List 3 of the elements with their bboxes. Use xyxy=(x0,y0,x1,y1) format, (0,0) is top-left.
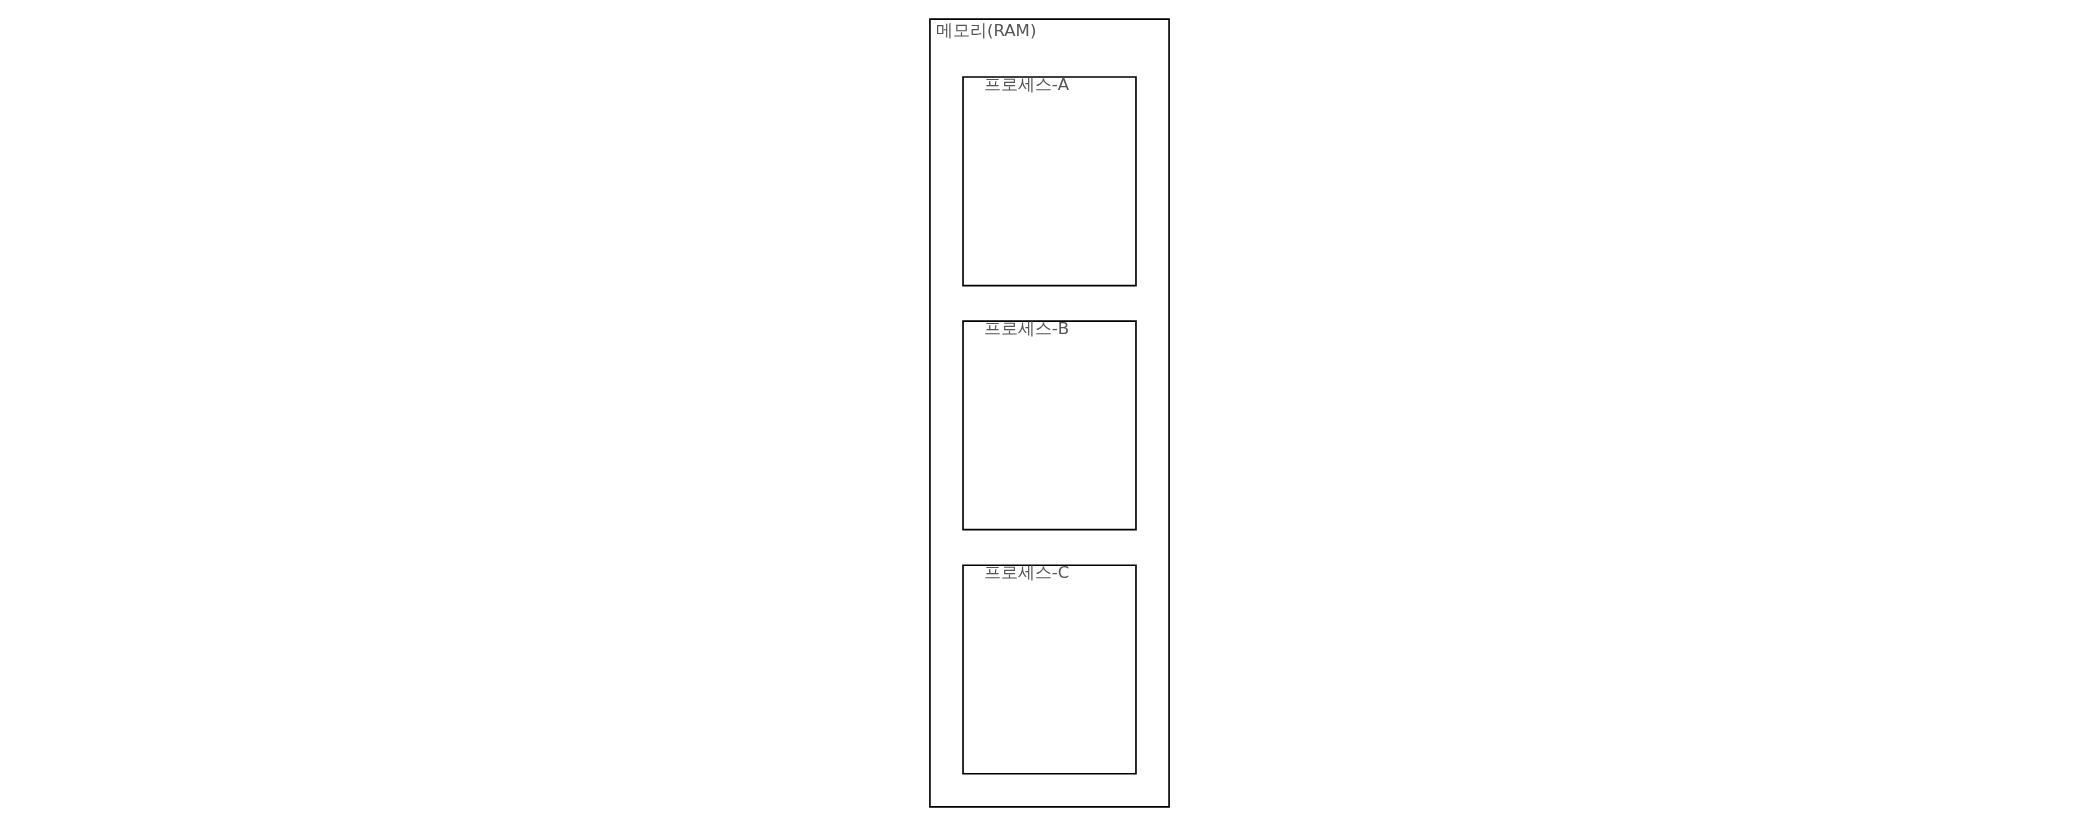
node-box: 프로세스-C xyxy=(961,564,1137,775)
node-box: 프로세스-A xyxy=(961,76,1137,287)
node-box: 프로세스-B xyxy=(961,320,1137,531)
